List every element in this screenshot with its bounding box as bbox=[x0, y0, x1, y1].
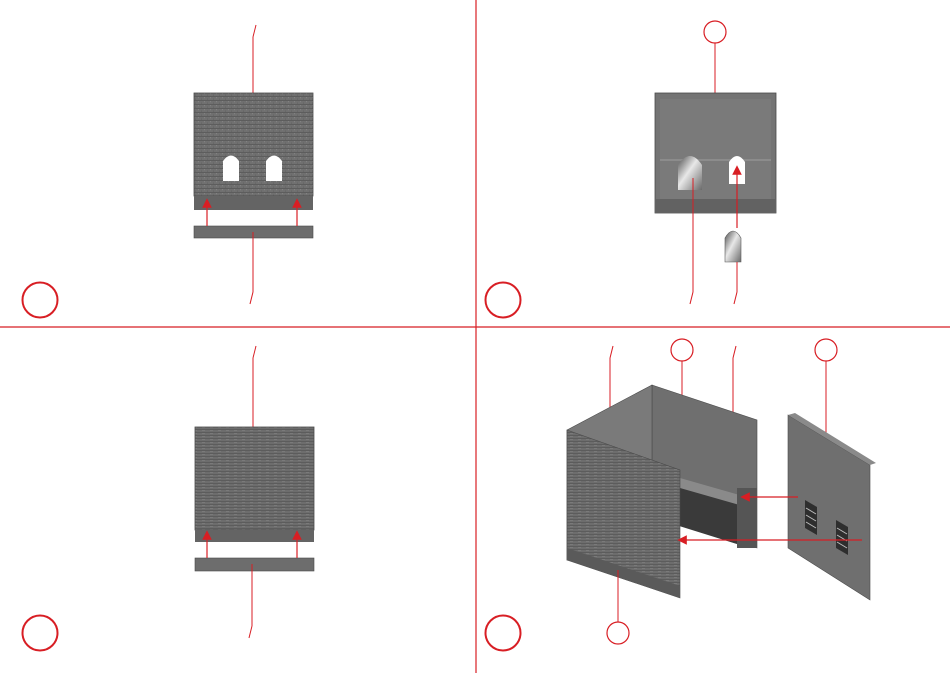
step-1-panel bbox=[23, 25, 314, 318]
wall-panel-base bbox=[655, 199, 776, 213]
callout-tick-left-wall bbox=[610, 346, 613, 358]
plain-wall-panel bbox=[195, 427, 314, 530]
callout-tick-insert bbox=[734, 292, 737, 304]
step-4-number-circle bbox=[486, 616, 521, 651]
step-4-panel bbox=[486, 339, 877, 651]
callout-circle-back-wall bbox=[671, 339, 693, 361]
callout-tick-glazing bbox=[690, 292, 693, 304]
callout-tick-floor bbox=[733, 346, 736, 358]
wall-base-groove bbox=[194, 196, 313, 210]
base-strip bbox=[195, 558, 314, 571]
window-glazing-insert bbox=[725, 231, 741, 262]
callout-tick-wall bbox=[253, 346, 256, 358]
step-3-panel bbox=[23, 346, 315, 651]
arched-window-right bbox=[266, 156, 282, 182]
callout-tick-base bbox=[249, 626, 252, 638]
callout-circle-side-wall bbox=[815, 339, 837, 361]
arched-window-left bbox=[223, 156, 239, 182]
wall-panel-inner bbox=[660, 99, 771, 199]
step-1-number-circle bbox=[23, 283, 58, 318]
wall-panel-with-windows bbox=[194, 93, 313, 196]
callout-circle-front-wall bbox=[607, 622, 629, 644]
side-wall-panel bbox=[788, 415, 870, 600]
callout-tick-wall bbox=[253, 25, 256, 37]
glazing-installed bbox=[678, 156, 702, 190]
callout-circle-top bbox=[704, 21, 726, 43]
step-2-panel bbox=[486, 21, 777, 318]
step-2-number-circle bbox=[486, 283, 521, 318]
step-3-number-circle bbox=[23, 616, 58, 651]
callout-tick-base bbox=[250, 292, 253, 304]
plain-wall-base-groove bbox=[195, 530, 314, 542]
